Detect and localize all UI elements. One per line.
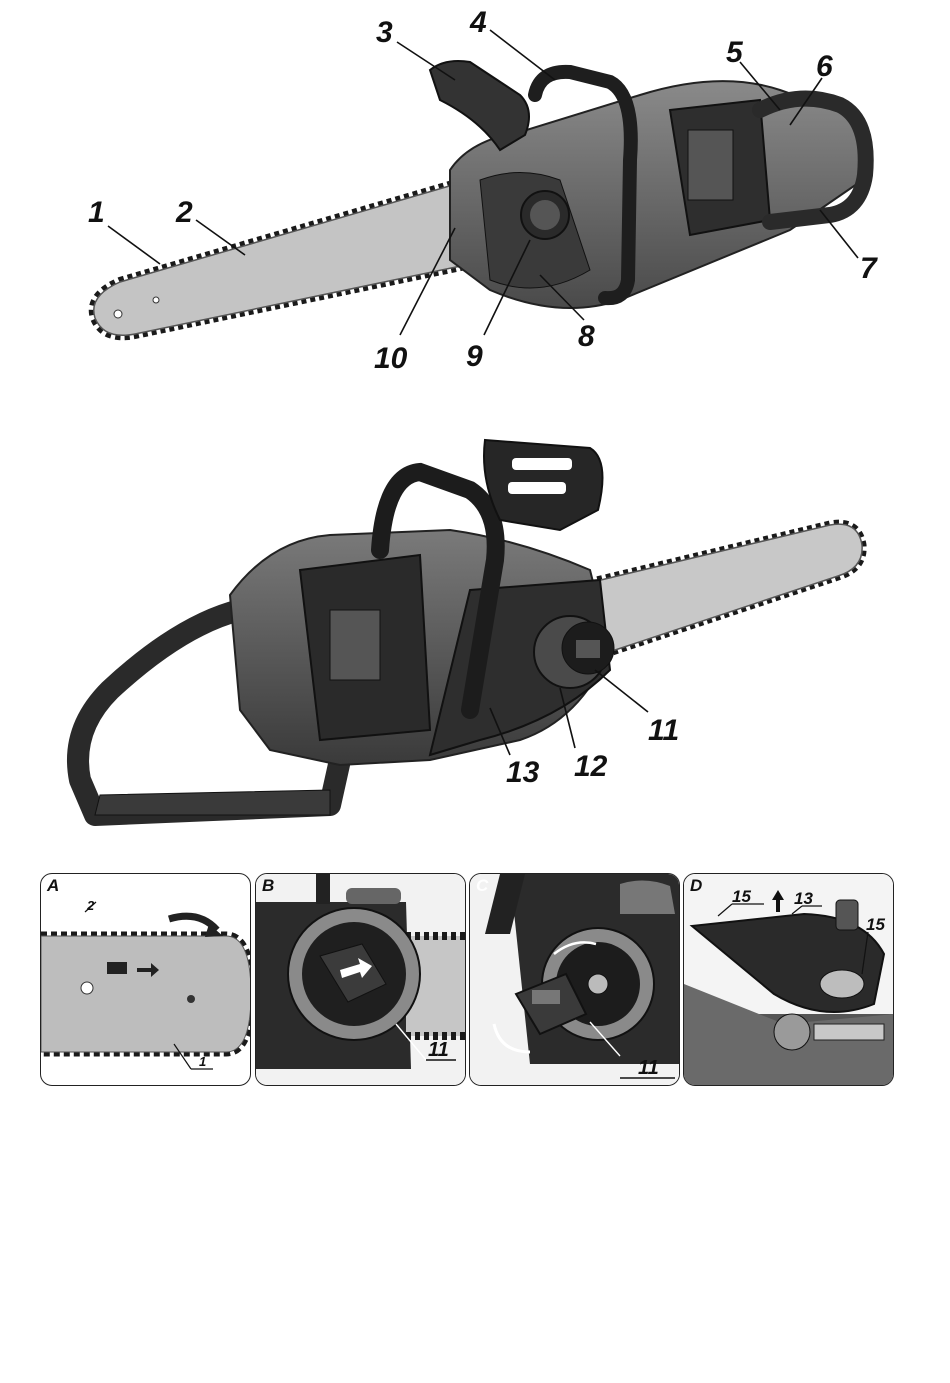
- callout-3: 3: [376, 16, 393, 49]
- panel-d-label-13: 13: [794, 889, 813, 908]
- guide-bar-and-chain: [580, 524, 862, 655]
- panel-b-letter: B: [262, 876, 274, 896]
- callout-11: 11: [648, 714, 679, 747]
- panel-d-letter: D: [690, 876, 702, 896]
- panel-a-label-1: 1: [199, 1054, 206, 1069]
- chain-tension-knob: [521, 191, 569, 239]
- chainsaw-figure-middle: 11 12 13: [0, 420, 950, 860]
- detail-panel-c: 11 C: [469, 873, 680, 1086]
- chainsaw-figure-top: 1 2 3 4 5 6 7 8 9 10: [0, 0, 950, 390]
- callout-6: 6: [816, 50, 833, 83]
- callout-13: 13: [506, 756, 540, 789]
- detail-panel-d: 15 13 15 D: [683, 873, 894, 1086]
- panel-a-letter: A: [47, 876, 59, 896]
- panel-c-letter: C: [476, 876, 488, 896]
- panel-a-label-2: 2: [86, 898, 95, 913]
- panel-d-label-15b: 15: [866, 915, 885, 934]
- callout-8: 8: [578, 320, 595, 353]
- callout-1: 1: [88, 196, 105, 229]
- callout-10: 10: [374, 342, 408, 375]
- detail-panel-b: 11 B: [255, 873, 466, 1086]
- panel-c-label-11: 11: [638, 1057, 659, 1079]
- detail-panel-a: 2 1 A: [40, 873, 251, 1086]
- callout-7: 7: [860, 252, 878, 285]
- callout-5: 5: [726, 36, 744, 69]
- callout-9: 9: [466, 340, 483, 373]
- callout-12: 12: [574, 750, 608, 783]
- panel-b-label-11: 11: [428, 1039, 449, 1061]
- callout-4: 4: [469, 6, 487, 39]
- front-hand-guard: [430, 61, 529, 150]
- callout-2: 2: [175, 196, 193, 229]
- panel-d-label-15a: 15: [732, 887, 751, 906]
